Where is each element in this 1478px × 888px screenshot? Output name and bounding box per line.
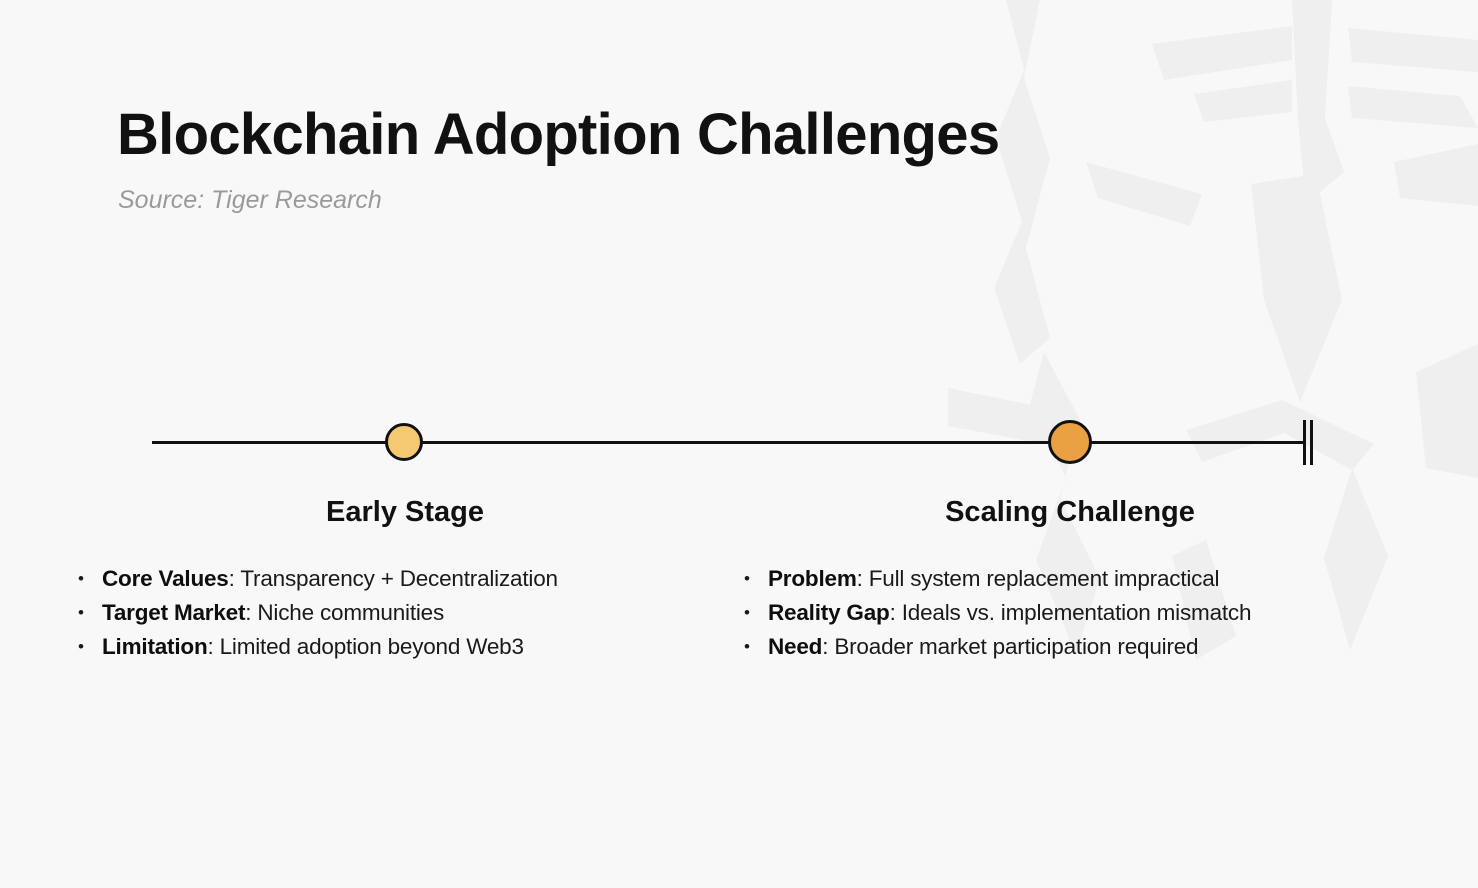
bullet-item: • Target Market: Niche communities <box>74 596 724 630</box>
bullet-desc: : Ideals vs. implementation mismatch <box>889 600 1252 625</box>
bullet-item: • Problem: Full system replacement impra… <box>740 562 1430 596</box>
timeline-end-marker-bar-2 <box>1310 420 1313 465</box>
bullet-text: Core Values: Transparency + Decentraliza… <box>102 562 558 596</box>
bullet-desc: : Niche communities <box>245 600 445 625</box>
bullet-term: Target Market <box>102 600 246 625</box>
bullet-item: • Core Values: Transparency + Decentrali… <box>74 562 724 596</box>
timeline-dot-scaling-challenge <box>1048 420 1092 464</box>
bullet-icon: • <box>744 569 750 588</box>
bullet-text: Problem: Full system replacement impract… <box>768 562 1220 596</box>
bullet-term: Limitation <box>102 634 208 659</box>
tiger-watermark-shapes <box>948 0 1478 660</box>
stage-label-early-stage: Early Stage <box>326 496 484 528</box>
bullet-item: • Limitation: Limited adoption beyond We… <box>74 630 724 664</box>
bullet-term: Problem <box>768 566 857 591</box>
bullet-desc: : Full system replacement impractical <box>856 566 1220 591</box>
bullet-item: • Reality Gap: Ideals vs. implementation… <box>740 596 1430 630</box>
bullet-icon: • <box>78 569 84 588</box>
timeline-dot-early-stage <box>385 423 423 461</box>
source-caption: Source: Tiger Research <box>118 186 382 214</box>
bullet-icon: • <box>78 637 84 656</box>
bullet-desc: : Transparency + Decentralization <box>228 566 558 591</box>
bullet-icon: • <box>78 603 84 622</box>
bullet-term: Core Values <box>102 566 229 591</box>
page-title: Blockchain Adoption Challenges <box>117 102 1000 167</box>
bullet-icon: • <box>744 637 750 656</box>
bullet-text: Need: Broader market participation requi… <box>768 630 1199 664</box>
bullet-text: Target Market: Niche communities <box>102 596 444 630</box>
tiger-watermark-icon <box>948 0 1478 660</box>
bullet-term: Need <box>768 634 823 659</box>
bullet-text: Limitation: Limited adoption beyond Web3 <box>102 630 524 664</box>
timeline-line <box>152 441 1304 444</box>
early-stage-bullet-list: • Core Values: Transparency + Decentrali… <box>74 562 724 664</box>
bullet-desc: : Limited adoption beyond Web3 <box>207 634 525 659</box>
timeline-end-marker-bar-1 <box>1303 420 1306 465</box>
stage-label-scaling-challenge: Scaling Challenge <box>945 496 1195 528</box>
bullet-desc: : Broader market participation required <box>822 634 1199 659</box>
scaling-challenge-bullet-list: • Problem: Full system replacement impra… <box>740 562 1430 664</box>
bullet-icon: • <box>744 603 750 622</box>
bullet-term: Reality Gap <box>768 600 890 625</box>
bullet-text: Reality Gap: Ideals vs. implementation m… <box>768 596 1252 630</box>
bullet-item: • Need: Broader market participation req… <box>740 630 1430 664</box>
